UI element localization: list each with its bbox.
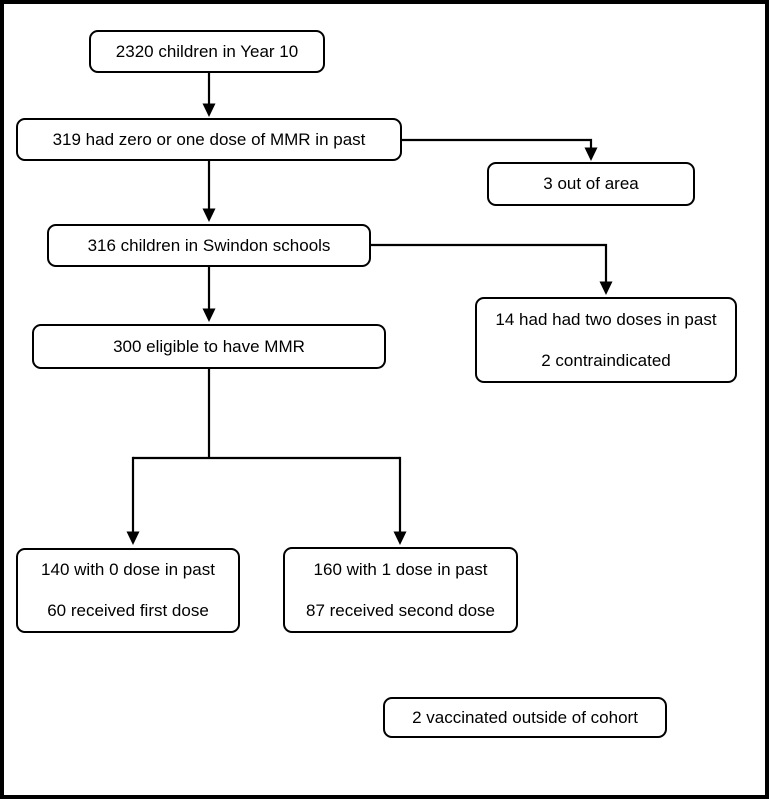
node-excluded: 14 had had two doses in past 2 contraind… — [475, 297, 737, 383]
node-eligible-label: 300 eligible to have MMR — [113, 336, 305, 356]
node-swindon-schools: 316 children in Swindon schools — [47, 224, 371, 267]
node-out-of-area-label: 3 out of area — [543, 174, 639, 193]
node-year10: 2320 children in Year 10 — [89, 30, 325, 73]
node-eligible: 300 eligible to have MMR — [32, 324, 386, 369]
node-excluded-line1: 14 had had two doses in past — [495, 309, 717, 329]
node-zero-dose-group-line1: 140 with 0 dose in past — [41, 560, 215, 580]
node-outside-cohort-label: 2 vaccinated outside of cohort — [412, 707, 638, 727]
node-zero-or-one-dose-label: 319 had zero or one dose of MMR in past — [52, 129, 366, 149]
node-one-dose-group-line1: 160 with 1 dose in past — [313, 559, 488, 579]
node-zero-dose-group-line2: 60 received first dose — [47, 600, 209, 620]
node-zero-dose-group: 140 with 0 dose in past 60 received firs… — [16, 548, 240, 633]
node-zero-or-one-dose: 319 had zero or one dose of MMR in past — [16, 118, 402, 161]
node-out-of-area: 3 out of area — [487, 162, 695, 206]
arrow-swindon-to-eligible — [202, 267, 216, 322]
arrow-zero-or-one-to-out-of-area — [402, 138, 598, 161]
arrow-zero-or-one-to-swindon — [202, 161, 216, 222]
arrow-eligible-branch — [126, 369, 407, 545]
arrow-swindon-to-excluded — [371, 243, 613, 295]
node-excluded-line2: 2 contraindicated — [541, 350, 671, 370]
node-swindon-schools-label: 316 children in Swindon schools — [87, 235, 331, 255]
node-one-dose-group-line2: 87 received second dose — [305, 600, 496, 620]
arrow-year10-to-zero-or-one — [202, 73, 216, 117]
node-one-dose-group: 160 with 1 dose in past 87 received seco… — [283, 547, 518, 633]
node-outside-cohort: 2 vaccinated outside of cohort — [383, 697, 667, 738]
node-year10-label: 2320 children in Year 10 — [115, 41, 299, 61]
